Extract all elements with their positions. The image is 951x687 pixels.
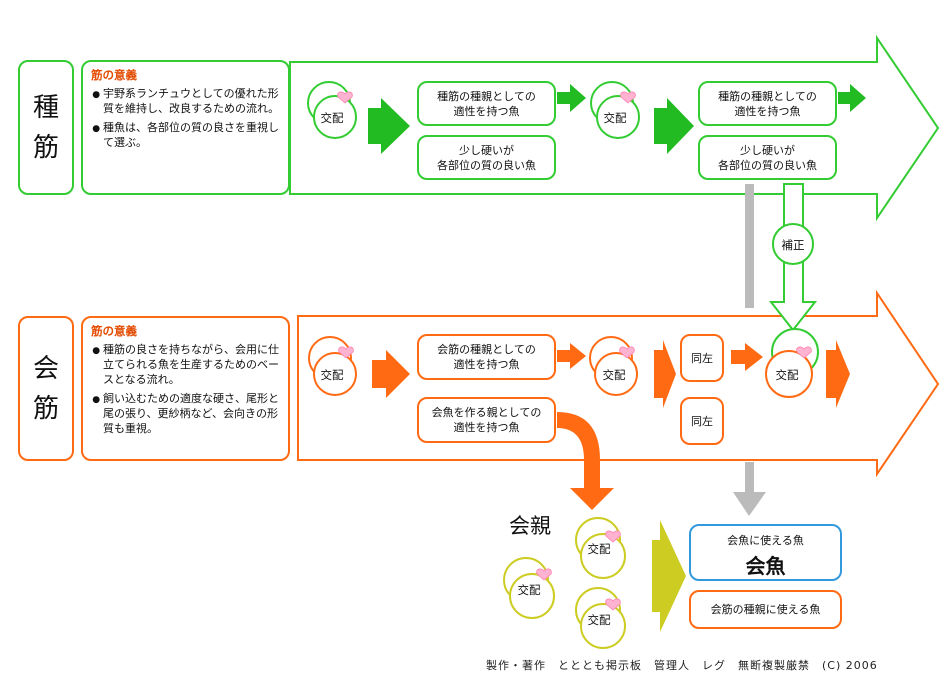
olive-arrow [652, 520, 686, 632]
correction-circle [772, 223, 814, 265]
result-show-fish-box: 会魚に使える魚 会魚 [689, 524, 842, 581]
heart-icon [605, 598, 621, 611]
seed-desc-title: 筋の意義 [91, 68, 137, 82]
show-box-1: 会筋の種親としての 適性を持つ魚 [417, 334, 556, 380]
show-cross-label-1: 交配 [320, 368, 344, 382]
green-arrow-4 [838, 84, 866, 112]
parents-title: 会親 [509, 514, 551, 538]
green-arrow-2 [557, 84, 586, 112]
show-same-box-2: 同左 [680, 397, 724, 445]
seed-row-label: 種 筋 [18, 60, 74, 195]
show-cross-label-3: 交配 [775, 368, 799, 382]
seed-cross-label-2: 交配 [603, 111, 627, 125]
show-box-2: 会魚を作る親としての 適性を持つ魚 [417, 397, 556, 443]
show-row-label: 会 筋 [18, 316, 74, 461]
gray-connector-top [745, 184, 754, 308]
correction-label: 補正 [781, 238, 805, 252]
orange-arrow-1 [372, 350, 410, 398]
orange-arrow-5 [826, 340, 850, 408]
parent-cross-label-1: 交配 [587, 542, 611, 556]
seed-cross-label-1: 交配 [320, 111, 344, 125]
heart-icon [620, 91, 636, 104]
heart-icon [796, 346, 812, 359]
green-arrow-1 [368, 98, 410, 154]
parent-circles-1 [575, 517, 626, 579]
heart-icon [337, 91, 353, 104]
gray-arrow-head [733, 492, 766, 516]
heart-icon [605, 530, 621, 543]
orange-arrow-3 [654, 340, 676, 408]
heart-icon [338, 346, 354, 359]
seed-box-4: 少し硬いが 各部位の質の良い魚 [698, 135, 837, 180]
result-seed-parent-box: 会筋の種親に使える魚 [689, 590, 842, 629]
seed-row-description: 筋の意義 宇野系ランチュウとしての優れた形質を維持し、改良するための流れ。 種魚… [81, 60, 290, 195]
seed-desc-item-2: 種魚は、各部位の質の良さを重視して選ぶ。 [103, 120, 280, 150]
show-cross-circles-3 [765, 328, 819, 398]
parent-cross-label-3: 交配 [587, 613, 611, 627]
result-big-label: 会魚 [745, 554, 786, 578]
green-arrow-3 [654, 98, 694, 154]
show-cross-label-2: 交配 [602, 368, 626, 382]
parent-cross-label-2: 交配 [517, 583, 541, 597]
heart-icon [619, 346, 635, 359]
gray-connector-bottom [745, 462, 754, 492]
show-row-description: 筋の意義 種筋の良さを持ちながら、会用に仕立てられる魚を生産するためのベースとな… [81, 316, 290, 461]
result-small-label: 会魚に使える魚 [727, 534, 804, 547]
seed-box-1: 種筋の種親としての 適性を持つ魚 [417, 81, 556, 126]
show-desc-title: 筋の意義 [91, 324, 137, 338]
show-desc-item-1: 種筋の良さを持ちながら、会用に仕立てられる魚を生産するためのベースとなる流れ。 [103, 342, 280, 387]
seed-cross-circles-2 [590, 81, 640, 139]
orange-arrow-4 [731, 343, 763, 371]
seed-desc-item-1: 宇野系ランチュウとしての優れた形質を維持し、改良するための流れ。 [103, 86, 280, 116]
footer-copyright: 製作・著作 とととも掲示板 管理人 レグ 無断複製厳禁 (C) 2006 [486, 659, 878, 672]
seed-box-3: 種筋の種親としての 適性を持つ魚 [698, 81, 837, 126]
show-same-box-1: 同左 [680, 334, 724, 382]
show-desc-item-2: 飼い込むための適度な硬さ、尾形と尾の張り、更紗柄など、会向きの形質も重視。 [103, 391, 280, 436]
parent-circles-2 [503, 557, 555, 619]
heart-icon [536, 568, 552, 581]
orange-arrow-2 [557, 343, 586, 369]
seed-box-2: 少し硬いが 各部位の質の良い魚 [417, 135, 556, 180]
orange-curve-arrow [557, 412, 614, 510]
